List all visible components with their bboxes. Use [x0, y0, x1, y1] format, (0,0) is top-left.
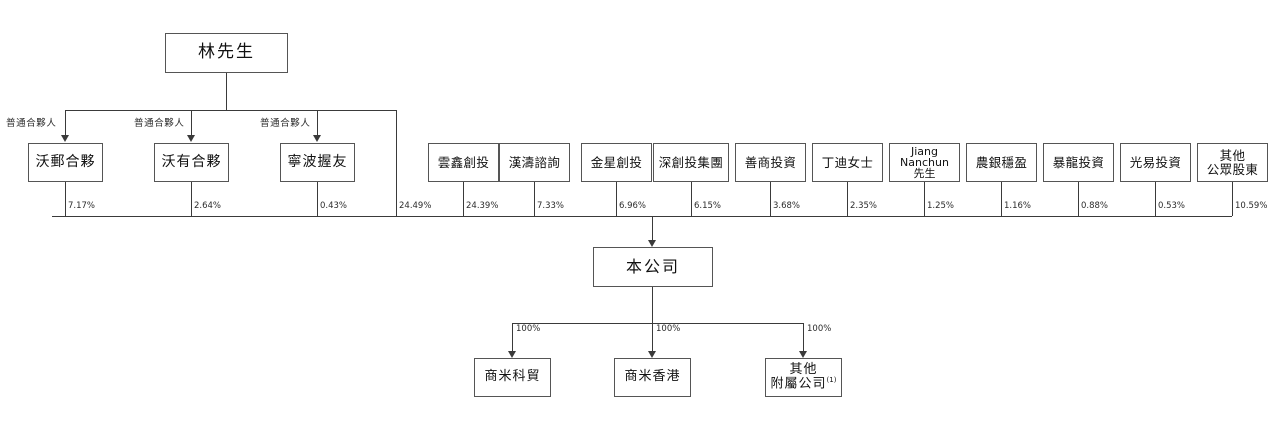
node-subsidiary-1: 商米香港	[614, 358, 691, 397]
percent-shareholder-6: 1.25%	[927, 201, 955, 211]
node-shareholder-7: 農銀穩盈	[966, 143, 1037, 182]
footnote-marker-subsidiary-2: (1)	[826, 376, 837, 385]
percent-shareholder-0: 24.39%	[466, 201, 499, 211]
arrow-company	[648, 240, 656, 247]
node-partnership-1-label: 沃有合夥	[161, 153, 222, 170]
connector-shareholder-3-leg	[691, 182, 692, 216]
node-shareholder-1-label: 漢濤諮詢	[508, 154, 561, 170]
node-shareholder-6: Jiang Nanchun 先生	[889, 143, 960, 182]
percent-shareholder-2: 6.96%	[619, 201, 647, 211]
arrow-subsidiary-2	[799, 351, 807, 358]
connector-controller-direct	[396, 110, 397, 216]
connector-branch-2	[191, 110, 192, 136]
connector-partnership-0-leg	[65, 182, 66, 216]
node-company: 本公司	[593, 247, 713, 287]
connector-subsidiary-1-leg	[652, 323, 653, 352]
node-partnership-0-label: 沃郵合夥	[35, 153, 96, 170]
edge-label-general-partner-3: 普通合夥人	[260, 118, 311, 129]
node-shareholder-10: 其他 公眾股東	[1197, 143, 1268, 182]
arrow-branch-3	[313, 135, 321, 142]
percent-subsidiary-0: 100%	[516, 324, 541, 334]
node-shareholder-10-line-1: 其他	[1219, 148, 1246, 163]
node-shareholder-2: 金星創投	[581, 143, 652, 182]
node-shareholder-7-label: 農銀穩盈	[975, 154, 1028, 170]
arrow-subsidiary-1	[648, 351, 656, 358]
node-shareholder-5: 丁迪女士	[812, 143, 883, 182]
node-shareholder-0-label: 雲鑫創投	[437, 154, 490, 170]
connector-subsidiary-0-leg	[512, 323, 513, 352]
connector-partnership-1-leg	[191, 182, 192, 216]
connector-subsidiary-2-leg	[803, 323, 804, 352]
node-subsidiary-1-label: 商米香港	[624, 369, 681, 385]
node-company-label: 本公司	[625, 257, 680, 277]
arrow-branch-2	[187, 135, 195, 142]
percent-subsidiary-1: 100%	[656, 324, 681, 334]
percent-shareholder-10: 10.59%	[1235, 201, 1268, 211]
connector-partnership-2-leg	[317, 182, 318, 216]
connector-controller-stem	[226, 73, 227, 110]
percent-shareholder-4: 3.68%	[773, 201, 801, 211]
connector-shareholder-9-leg	[1155, 182, 1156, 216]
percent-partnership-2: 0.43%	[320, 201, 348, 211]
connector-collector-to-company	[652, 216, 653, 241]
connector-shareholder-8-leg	[1078, 182, 1079, 216]
node-shareholder-9: 光易投資	[1120, 143, 1191, 182]
arrow-branch-1	[61, 135, 69, 142]
node-shareholder-5-label: 丁迪女士	[821, 154, 874, 170]
node-partnership-0: 沃郵合夥	[28, 143, 103, 182]
percent-shareholder-3: 6.15%	[694, 201, 722, 211]
connector-shareholder-7-leg	[1001, 182, 1002, 216]
percent-subsidiary-2: 100%	[807, 324, 832, 334]
node-shareholder-8-label: 暴龍投資	[1052, 154, 1105, 170]
connector-shareholder-4-leg	[770, 182, 771, 216]
percent-shareholder-9: 0.53%	[1158, 201, 1186, 211]
node-controller-label: 林先生	[198, 42, 255, 63]
connector-shareholder-5-leg	[847, 182, 848, 216]
node-shareholder-3-label: 深創投集團	[658, 154, 724, 170]
node-partnership-2-label: 寧波握友	[287, 153, 348, 170]
node-shareholder-6-line-2: Nanchun	[900, 155, 949, 169]
percent-shareholder-1: 7.33%	[537, 201, 565, 211]
percent-partnership-0: 7.17%	[68, 201, 96, 211]
node-subsidiary-0-label: 商米科貿	[484, 369, 541, 385]
connector-shareholder-6-leg	[924, 182, 925, 216]
connector-branch-3	[317, 110, 318, 136]
connector-distribution-bar	[65, 110, 396, 111]
connector-shareholder-10-leg	[1232, 182, 1233, 216]
node-shareholder-8: 暴龍投資	[1043, 143, 1114, 182]
node-partnership-2: 寧波握友	[280, 143, 355, 182]
node-shareholder-6-line-3: 先生	[913, 167, 936, 181]
node-shareholder-2-label: 金星創投	[590, 154, 643, 170]
node-partnership-1: 沃有合夥	[154, 143, 229, 182]
edge-label-general-partner-1: 普通合夥人	[6, 118, 57, 129]
percent-shareholder-7: 1.16%	[1004, 201, 1032, 211]
arrow-subsidiary-0	[508, 351, 516, 358]
node-shareholder-1: 漢濤諮詢	[499, 143, 570, 182]
connector-shareholder-1-leg	[534, 182, 535, 216]
connector-company-stem	[652, 287, 653, 323]
edge-label-general-partner-2: 普通合夥人	[134, 118, 185, 129]
node-subsidiary-0: 商米科貿	[474, 358, 551, 397]
node-shareholder-9-label: 光易投資	[1129, 154, 1182, 170]
percent-partnership-1: 2.64%	[194, 201, 222, 211]
node-shareholder-4-label: 善商投資	[744, 154, 797, 170]
connector-shareholder-0-leg	[463, 182, 464, 216]
connector-collector-bar	[52, 216, 1232, 217]
node-shareholder-4: 善商投資	[735, 143, 806, 182]
connector-subsidiary-bar	[512, 323, 804, 324]
connector-branch-1	[65, 110, 66, 136]
node-subsidiary-2: 其他 附屬公司(1)	[765, 358, 842, 397]
node-shareholder-10-line-2: 公眾股東	[1206, 161, 1259, 177]
percent-shareholder-8: 0.88%	[1081, 201, 1109, 211]
node-shareholder-0: 雲鑫創投	[428, 143, 499, 182]
node-shareholder-3: 深創投集團	[653, 143, 729, 182]
node-controller: 林先生	[165, 33, 288, 73]
node-subsidiary-2-line-2: 附屬公司	[770, 376, 827, 392]
percent-shareholder-5: 2.35%	[850, 201, 878, 211]
connector-shareholder-2-leg	[616, 182, 617, 216]
node-subsidiary-2-line-1: 其他	[789, 362, 818, 378]
percent-controller-direct: 24.49%	[399, 201, 432, 211]
node-shareholder-6-line-1: Jiang	[911, 144, 938, 158]
